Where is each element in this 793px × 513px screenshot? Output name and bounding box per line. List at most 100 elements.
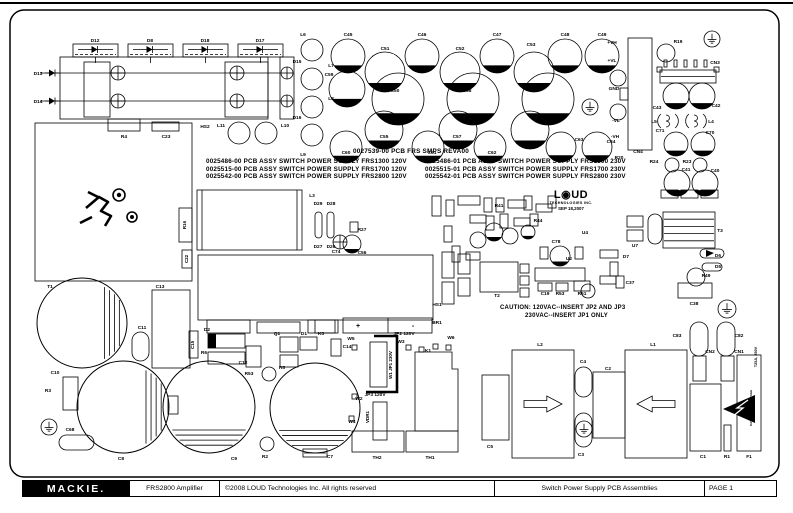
component-label: C52 <box>456 46 465 52</box>
component-label: C3 <box>578 452 584 458</box>
component-label: R49 <box>702 273 711 279</box>
component-label: R41 <box>495 203 504 209</box>
component-shape <box>507 199 527 209</box>
capacitor-polarity-mark <box>666 190 688 196</box>
component-shape <box>626 215 644 228</box>
component-shape <box>689 383 722 452</box>
component-shape <box>599 249 619 259</box>
jumper-trace <box>366 334 399 394</box>
component-shape <box>692 157 708 173</box>
component-shape <box>348 415 355 422</box>
component-label: C54 <box>532 86 541 92</box>
earth-ground-icon <box>717 299 737 319</box>
component-label: C58 <box>463 88 472 94</box>
running-man-logo <box>126 211 138 223</box>
component-label: L2 <box>537 342 543 348</box>
footer-product-name: FRS2800 Amplifier <box>129 481 219 496</box>
component-label: C10 <box>51 370 60 376</box>
component-shape <box>699 248 725 259</box>
component-label: C7 <box>327 454 333 460</box>
capacitor-body <box>510 110 550 150</box>
component-label: C57 <box>453 134 462 140</box>
component-label: D26 <box>327 244 336 250</box>
component-shape <box>511 349 575 459</box>
capacitor-polarity-mark <box>526 113 570 126</box>
component-shape <box>677 282 713 299</box>
component-shape <box>330 338 342 357</box>
capacitor-polarity-mark <box>665 150 687 157</box>
component-shape <box>58 434 95 451</box>
component-shape <box>300 67 324 91</box>
component-label: CN3 <box>710 60 720 66</box>
component-shape <box>469 231 487 249</box>
component-label: D8 <box>147 38 153 44</box>
component-label: D5 <box>715 264 721 270</box>
component-shape <box>151 121 180 132</box>
component-shape <box>701 262 723 272</box>
board-outline <box>9 9 780 478</box>
component-label: C40 <box>711 168 720 174</box>
component-shape <box>479 261 519 293</box>
component-shape <box>441 251 455 279</box>
component-label: CN1 <box>734 349 744 355</box>
component-shape <box>351 393 358 400</box>
component-shape <box>227 121 251 145</box>
component-shape <box>662 211 716 249</box>
component-shape <box>555 282 569 292</box>
component-shape <box>62 376 79 411</box>
component-label: JP3 120V <box>364 392 386 398</box>
loud-logo-wordmark: L◉UD <box>536 190 606 201</box>
component-shape <box>529 213 539 227</box>
component-shape <box>519 263 530 274</box>
component-label: W6 <box>447 335 455 341</box>
component-shape <box>326 211 335 239</box>
capacitor-polarity-mark <box>522 235 534 239</box>
component-label: K3 <box>318 331 324 337</box>
component-shape <box>619 87 629 101</box>
inductor-icon <box>693 114 698 128</box>
component-label: -VH <box>611 134 620 140</box>
component-label: HS1 <box>432 302 442 308</box>
earth-ground-icon <box>575 420 593 438</box>
component-shape <box>349 221 359 233</box>
component-label: L5 <box>651 119 657 125</box>
component-shape <box>693 59 698 68</box>
component-shape <box>131 331 150 362</box>
capacitor-polarity-mark <box>584 155 610 163</box>
component-shape <box>34 122 193 282</box>
component-label: HS2 <box>200 124 210 130</box>
component-label: CN4 <box>633 149 643 155</box>
component-shape <box>457 277 471 297</box>
component-label: C51 <box>381 46 390 52</box>
component-shape <box>483 197 493 213</box>
component-label: C5 <box>487 444 493 450</box>
component-label: R19 <box>674 39 683 45</box>
component-label: BR1 <box>432 320 442 326</box>
capacitor-polarity-mark <box>376 113 420 126</box>
component-shape <box>592 371 626 439</box>
component-shape <box>224 61 269 118</box>
capacitor-polarity-mark <box>665 103 687 109</box>
component-shape <box>432 343 439 350</box>
assembly-list-120v: 0025486-00 PCB ASSY SWITCH POWER SUPPLY … <box>206 158 407 181</box>
earth-ground-icon <box>581 98 599 116</box>
electrolytic-cap-body <box>76 360 170 454</box>
component-label: R27 <box>358 227 367 233</box>
component-label: C38 <box>690 301 699 307</box>
component-label: C43 <box>653 105 662 111</box>
component-label: C4 <box>580 359 586 365</box>
component-label: T3 <box>717 228 723 234</box>
component-shape <box>178 207 193 243</box>
running-man-logo <box>85 195 113 227</box>
component-shape <box>537 282 553 292</box>
diode-symbol-icon <box>49 97 55 105</box>
component-label: R5 <box>279 365 285 371</box>
running-man-logo <box>79 215 93 225</box>
component-label: D6 <box>715 253 721 259</box>
component-shape <box>673 59 678 68</box>
assembly-line: 0025486-01 PCB ASSY SWITCH POWER SUPPLY … <box>425 158 626 165</box>
component-label: C60 <box>342 150 351 156</box>
component-shape <box>686 267 706 287</box>
component-shape <box>706 250 714 257</box>
component-shape <box>626 229 644 242</box>
